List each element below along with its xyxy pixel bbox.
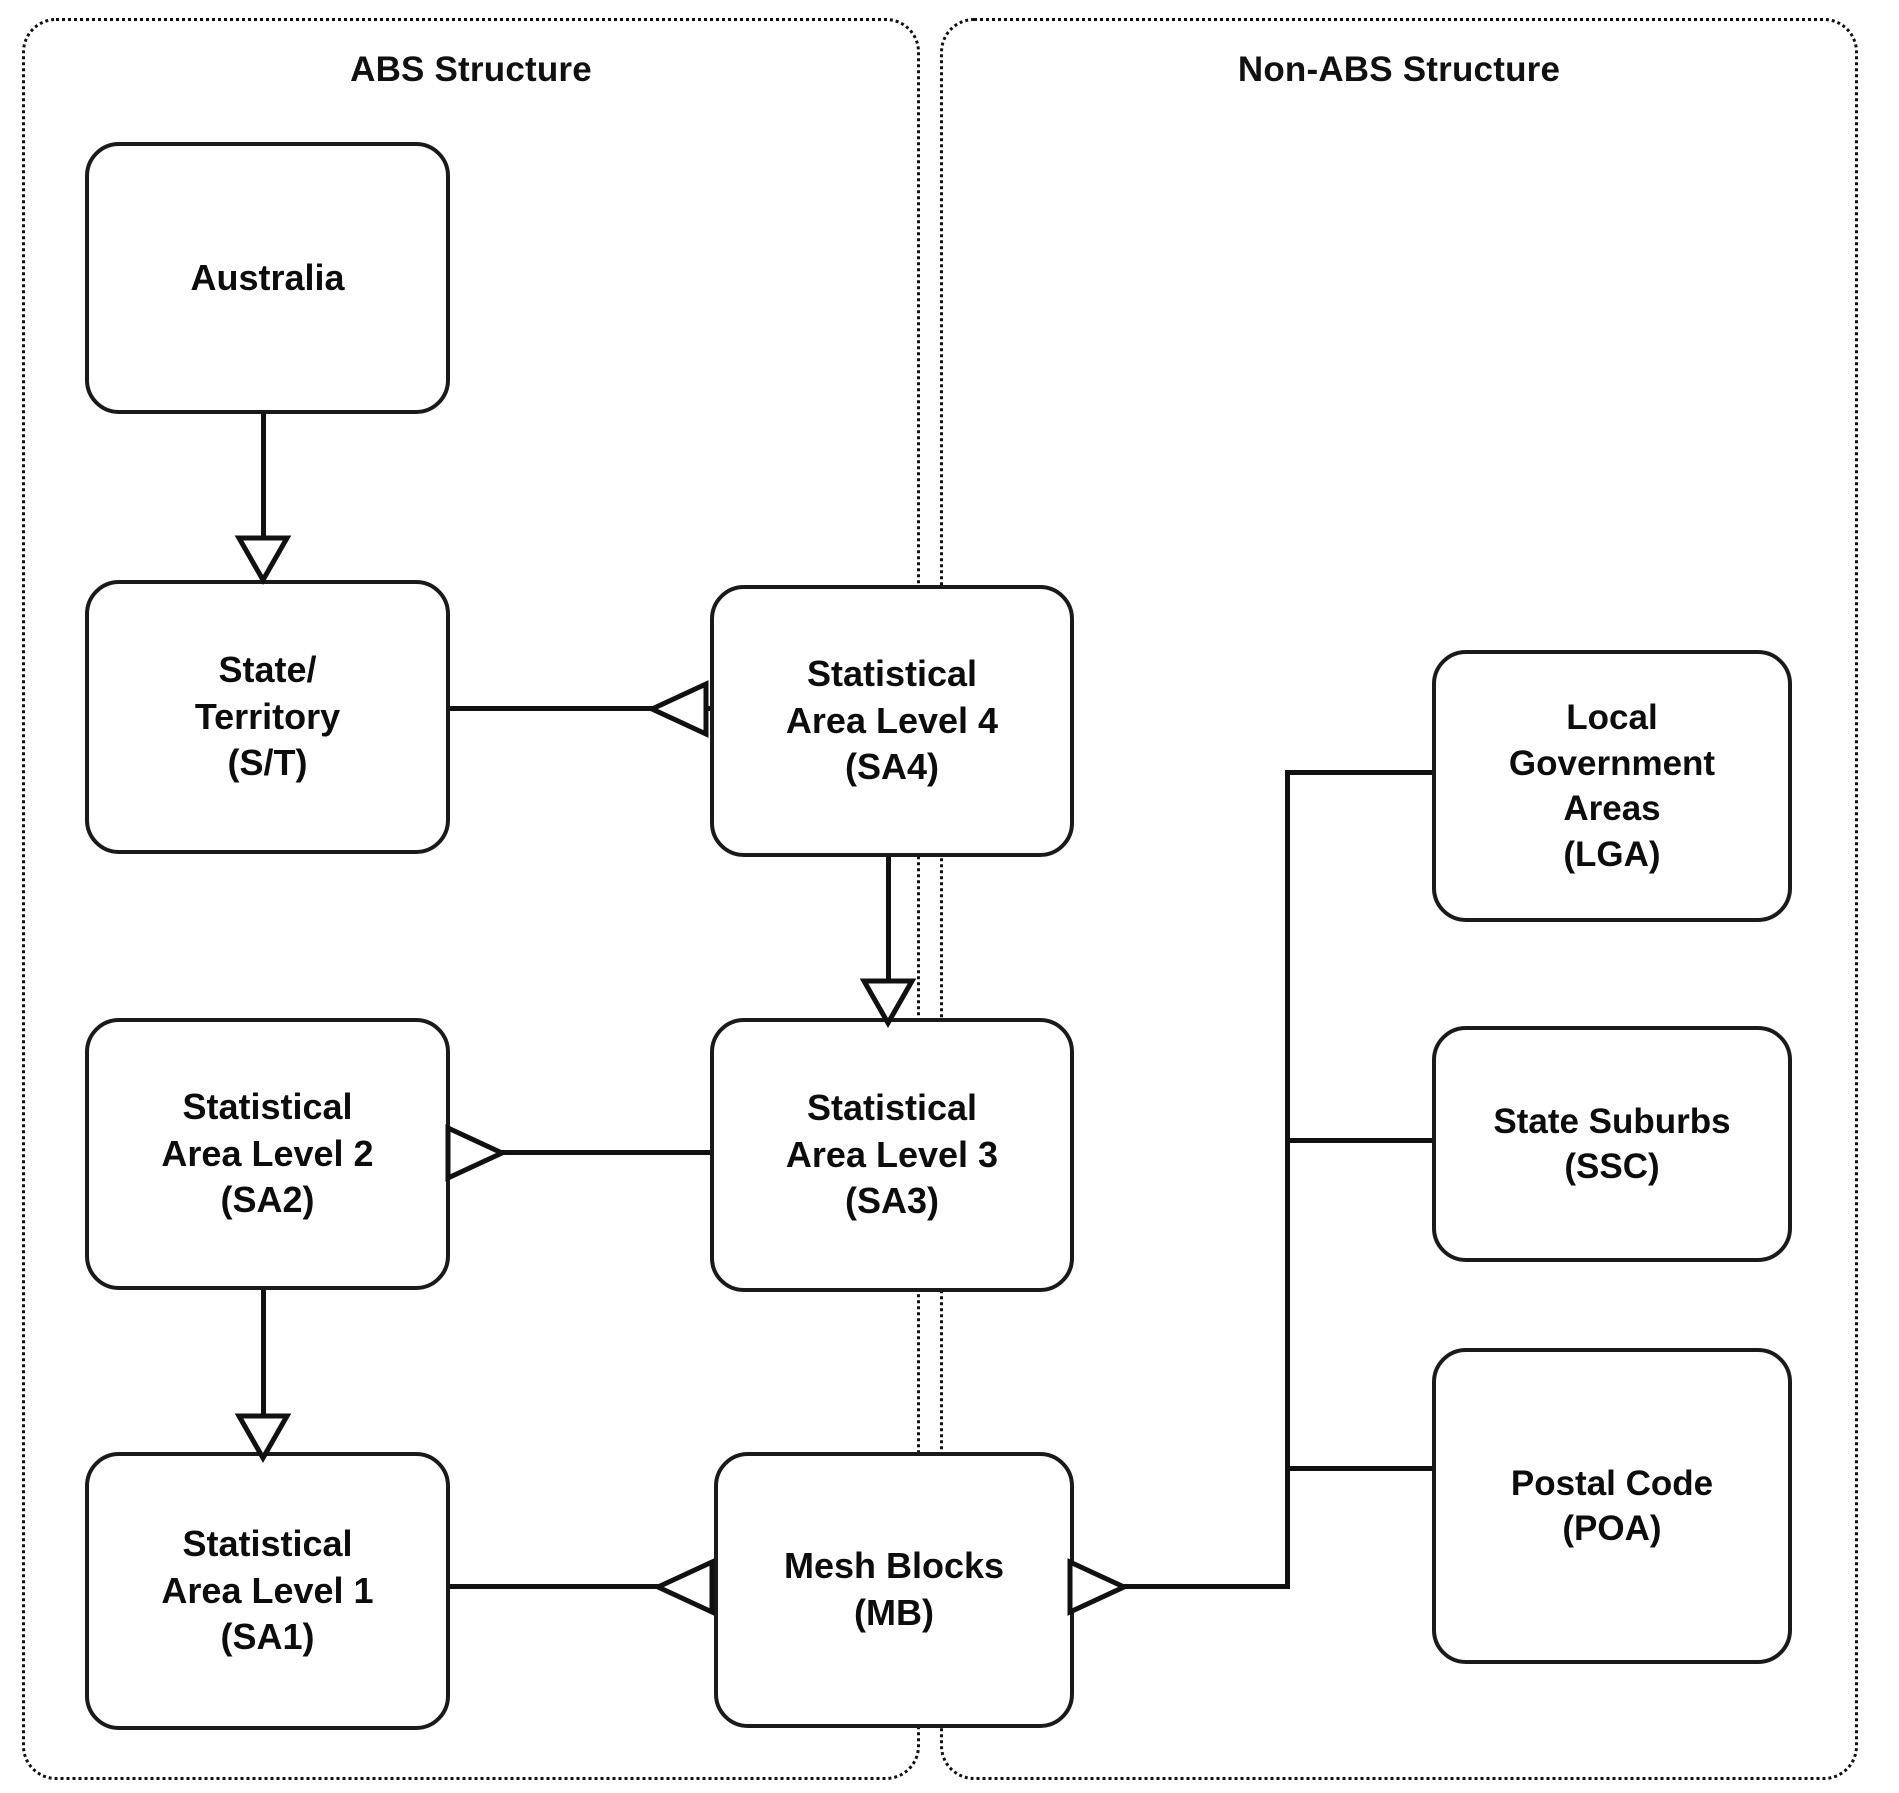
- node-lga-label: Local Government Areas (LGA): [1508, 698, 1716, 874]
- edge-trunk-lga: [1285, 770, 1436, 775]
- node-sa2[interactable]: Statistical Area Level 2 (SA2): [85, 1018, 450, 1290]
- node-sa1[interactable]: Statistical Area Level 1 (SA1): [85, 1452, 450, 1730]
- arrowhead-sa2-sa1-down: [233, 1402, 293, 1464]
- arrowhead-state-sa4-left: [646, 679, 710, 739]
- arrowhead-mb-trunk-right: [1066, 1557, 1130, 1617]
- group-title-abs: ABS Structure: [350, 50, 592, 89]
- node-australia-label: Australia: [190, 256, 345, 298]
- node-mesh-blocks[interactable]: Mesh Blocks (MB): [714, 1452, 1074, 1728]
- node-mesh-blocks-label: Mesh Blocks (MB): [783, 1545, 1005, 1633]
- node-ssc-label: State Suburbs (SSC): [1493, 1101, 1731, 1187]
- node-sa3-label: Statistical Area Level 3 (SA3): [785, 1086, 999, 1222]
- edge-trunk-poa: [1285, 1466, 1436, 1471]
- edge-sa2-sa1: [261, 1282, 266, 1465]
- edge-nonabs-trunk-vertical: [1285, 770, 1290, 1589]
- arrowhead-sa4-sa3-down: [858, 967, 918, 1029]
- node-poa[interactable]: Postal Code (POA): [1432, 1348, 1792, 1664]
- group-frame-non-abs: [940, 18, 1858, 1780]
- node-lga[interactable]: Local Government Areas (LGA): [1432, 650, 1792, 922]
- node-sa4[interactable]: Statistical Area Level 4 (SA4): [710, 585, 1074, 857]
- edge-state-sa4: [446, 706, 712, 711]
- edge-mb-trunk: [1068, 1584, 1290, 1589]
- node-state-territory[interactable]: State/ Territory (S/T): [85, 580, 450, 854]
- group-frame-abs: [22, 18, 920, 1780]
- node-sa4-label: Statistical Area Level 4 (SA4): [785, 652, 999, 788]
- node-sa2-label: Statistical Area Level 2 (SA2): [161, 1085, 374, 1221]
- node-sa3[interactable]: Statistical Area Level 3 (SA3): [710, 1018, 1074, 1292]
- node-ssc[interactable]: State Suburbs (SSC): [1432, 1026, 1792, 1262]
- edge-sa1-mb: [446, 1584, 718, 1589]
- arrowhead-sa2-sa3-right: [444, 1123, 508, 1183]
- arrowhead-sa1-mb-left: [652, 1557, 716, 1617]
- group-title-non-abs: Non-ABS Structure: [1237, 50, 1561, 89]
- edge-trunk-ssc: [1285, 1138, 1436, 1143]
- node-poa-label: Postal Code (POA): [1510, 1463, 1714, 1549]
- edge-sa2-sa3: [446, 1150, 712, 1155]
- node-australia[interactable]: Australia: [85, 142, 450, 414]
- node-sa1-label: Statistical Area Level 1 (SA1): [161, 1522, 374, 1658]
- node-state-territory-label: State/ Territory (S/T): [194, 648, 341, 784]
- edge-sa4-sa3: [886, 845, 891, 1030]
- arrowhead-australia-state-down: [233, 524, 293, 586]
- edge-australia-state: [261, 400, 266, 590]
